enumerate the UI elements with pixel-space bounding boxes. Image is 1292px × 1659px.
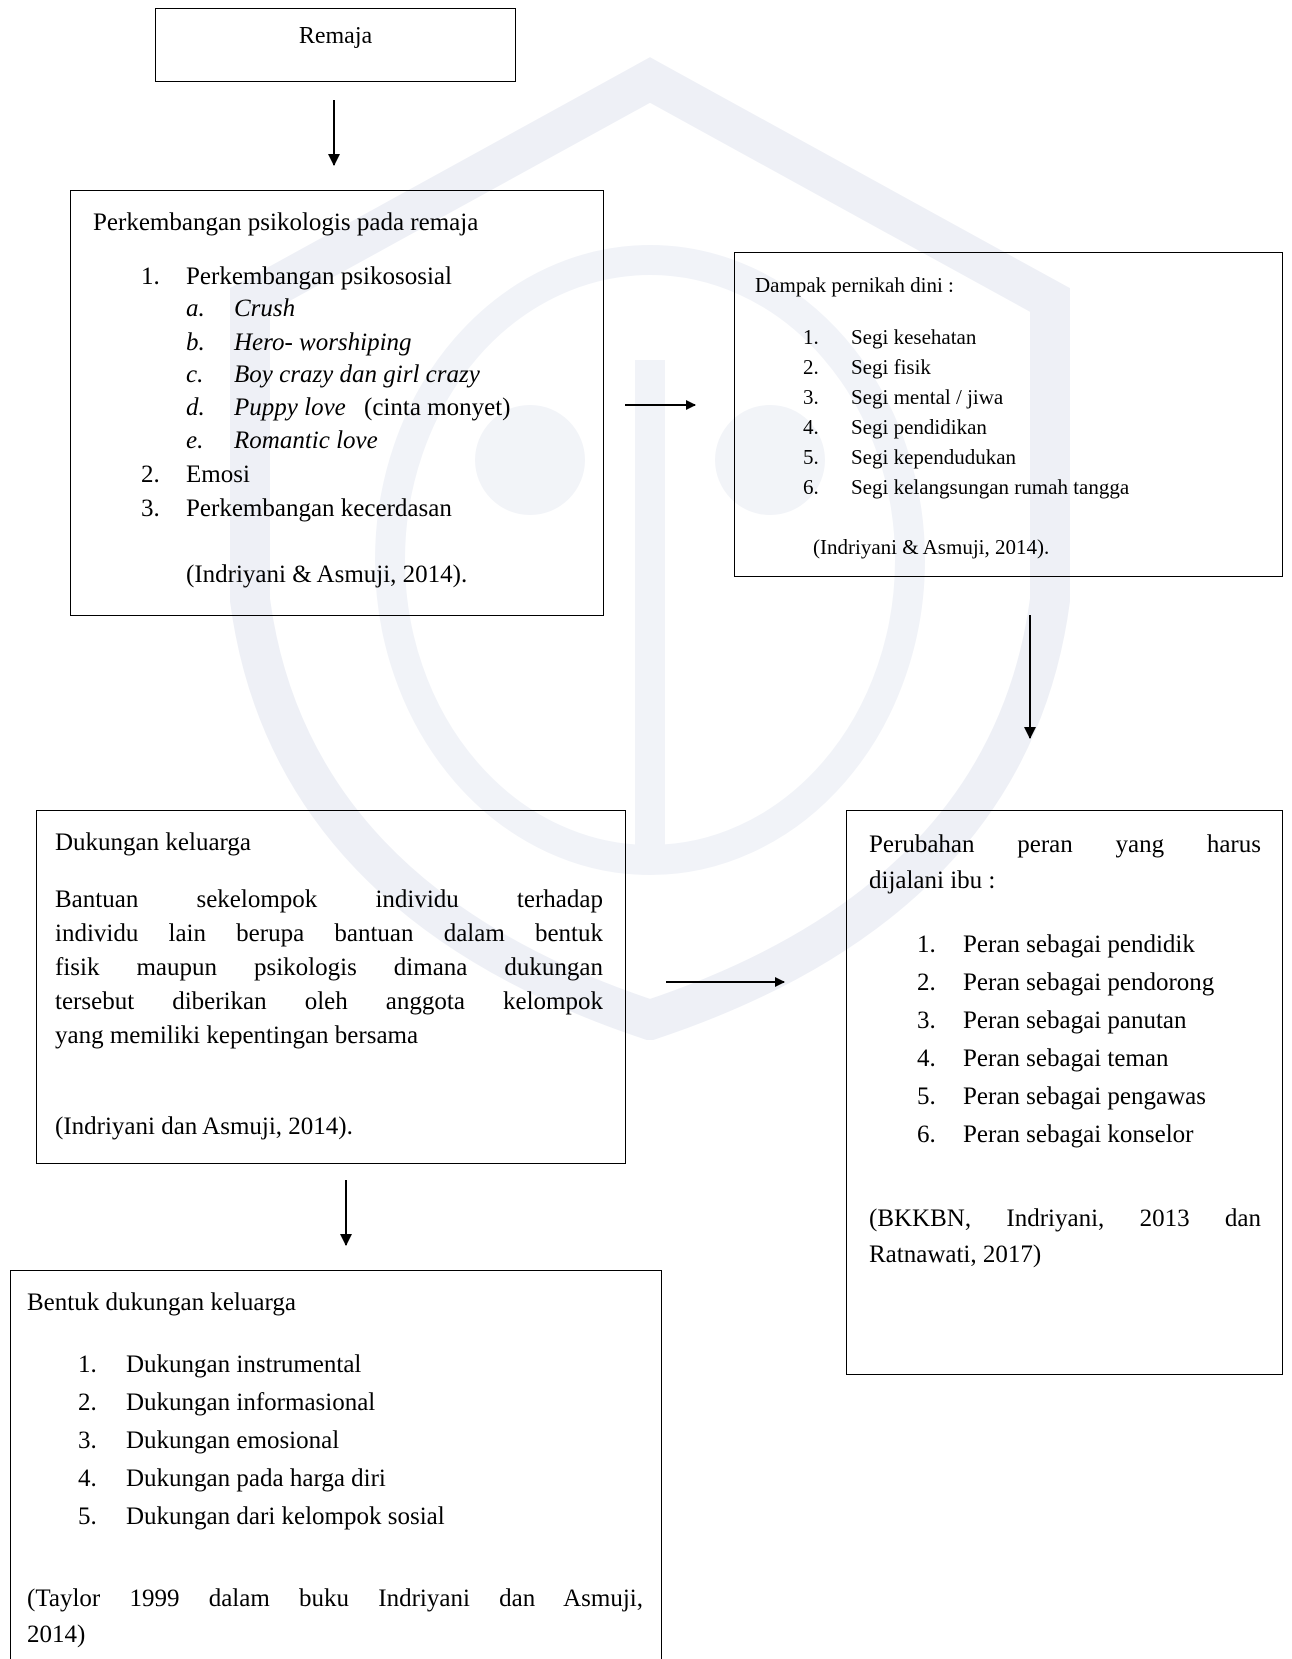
bentuk-item-1-num: 1. bbox=[78, 1351, 97, 1378]
peran-item-1-label: Peran sebagai pendidik bbox=[963, 931, 1195, 958]
dukungan-description-line: fisik maupun psikologis dimana dukungan bbox=[55, 954, 603, 981]
dampak-title: Dampak pernikah dini : bbox=[755, 273, 954, 297]
dampak-item-1-num: 1. bbox=[803, 325, 819, 349]
psikologis-sub-d-text: Puppy love (cinta monyet) bbox=[234, 394, 511, 422]
peran-item-6-label: Peran sebagai konselor bbox=[963, 1121, 1194, 1148]
psikologis-sub-e-letter: e. bbox=[186, 427, 204, 454]
peran-item-2-num: 2. bbox=[917, 969, 936, 996]
peran-title-line-2: dijalani ibu : bbox=[869, 867, 996, 894]
peran-item-6-num: 6. bbox=[917, 1121, 936, 1148]
peran-item-1-num: 1. bbox=[917, 931, 936, 958]
peran-box: Perubahan peran yang harus dijalani ibu … bbox=[846, 810, 1283, 1375]
psikologis-citation: (Indriyani & Asmuji, 2014). bbox=[186, 561, 468, 588]
dampak-item-6-label: Segi kelangsungan rumah tangga bbox=[851, 475, 1130, 499]
psikologis-title: Perkembangan psikologis pada remaja bbox=[93, 209, 479, 236]
psikologis-item-1-num: 1. bbox=[141, 263, 160, 290]
bentuk-item-3-label: Dukungan emosional bbox=[126, 1427, 340, 1454]
bentuk-citation-line-2: 2014) bbox=[27, 1621, 86, 1648]
dampak-item-2-label: Segi fisik bbox=[851, 355, 931, 379]
psikologis-box: Perkembangan psikologis pada remaja 1. P… bbox=[70, 190, 604, 616]
dukungan-citation: (Indriyani dan Asmuji, 2014). bbox=[55, 1113, 353, 1140]
peran-item-2-label: Peran sebagai pendorong bbox=[963, 969, 1215, 996]
bentuk-citation-line-1: (Taylor 1999 dalam buku Indriyani dan As… bbox=[27, 1585, 643, 1612]
psikologis-sub-d-note: (cinta monyet) bbox=[364, 394, 511, 421]
dampak-item-5-num: 5. bbox=[803, 445, 819, 469]
psikologis-sub-a-letter: a. bbox=[186, 295, 205, 322]
dampak-item-1-label: Segi kesehatan bbox=[851, 325, 977, 349]
dukungan-description-line: individu lain berupa bantuan dalam bentu… bbox=[55, 920, 603, 947]
peran-item-4-label: Peran sebagai teman bbox=[963, 1045, 1169, 1072]
bentuk-item-2-label: Dukungan informasional bbox=[126, 1389, 376, 1416]
peran-item-4-num: 4. bbox=[917, 1045, 936, 1072]
psikologis-item-2-label: Emosi bbox=[186, 461, 250, 488]
dukungan-description: Bantuan sekelompok individu terhadap ind… bbox=[55, 883, 603, 1053]
bentuk-item-4-label: Dukungan pada harga diri bbox=[126, 1465, 386, 1492]
dampak-item-3-num: 3. bbox=[803, 385, 819, 409]
peran-citation-line-1: (BKKBN, Indriyani, 2013 dan bbox=[869, 1205, 1261, 1232]
peran-title-line-1: Perubahan peran yang harus bbox=[869, 831, 1261, 858]
psikologis-item-3-label: Perkembangan kecerdasan bbox=[186, 495, 452, 522]
psikologis-sub-b-label: Hero- worshiping bbox=[234, 329, 412, 356]
bentuk-title: Bentuk dukungan keluarga bbox=[27, 1289, 296, 1316]
bentuk-item-2-num: 2. bbox=[78, 1389, 97, 1416]
psikologis-sub-d-label: Puppy love bbox=[234, 394, 346, 421]
peran-citation-line-2: Ratnawati, 2017) bbox=[869, 1241, 1042, 1268]
peran-item-3-num: 3. bbox=[917, 1007, 936, 1034]
psikologis-sub-a-label: Crush bbox=[234, 295, 296, 322]
dukungan-box: Dukungan keluarga Bantuan sekelompok ind… bbox=[36, 810, 626, 1164]
psikologis-item-2-num: 2. bbox=[141, 461, 160, 488]
bentuk-item-3-num: 3. bbox=[78, 1427, 97, 1454]
remaja-title: Remaja bbox=[298, 23, 373, 49]
dampak-item-4-num: 4. bbox=[803, 415, 819, 439]
dampak-item-2-num: 2. bbox=[803, 355, 819, 379]
dampak-item-5-label: Segi kependudukan bbox=[851, 445, 1017, 469]
psikologis-sub-e-label: Romantic love bbox=[234, 427, 378, 454]
bentuk-item-1-label: Dukungan instrumental bbox=[126, 1351, 362, 1378]
psikologis-sub-c-letter: c. bbox=[186, 361, 204, 388]
dukungan-description-line: Bantuan sekelompok individu terhadap bbox=[55, 886, 603, 913]
bentuk-item-4-num: 4. bbox=[78, 1465, 97, 1492]
peran-item-5-num: 5. bbox=[917, 1083, 936, 1110]
psikologis-sub-b-letter: b. bbox=[186, 329, 205, 356]
bentuk-box: Bentuk dukungan keluarga 1. Dukungan ins… bbox=[10, 1270, 662, 1659]
bentuk-item-5-num: 5. bbox=[78, 1503, 97, 1530]
psikologis-sub-c-label: Boy crazy dan girl crazy bbox=[234, 361, 480, 388]
psikologis-sub-d-letter: d. bbox=[186, 394, 205, 421]
psikologis-item-3-num: 3. bbox=[141, 495, 160, 522]
dampak-box: Dampak pernikah dini : 1. Segi kesehatan… bbox=[734, 252, 1283, 577]
bentuk-item-5-label: Dukungan dari kelompok sosial bbox=[126, 1503, 445, 1530]
remaja-box: Remaja bbox=[155, 8, 516, 82]
dampak-item-4-label: Segi pendidikan bbox=[851, 415, 987, 439]
dukungan-description-line: yang memiliki kepentingan bersama bbox=[55, 1022, 419, 1049]
psikologis-item-1-label: Perkembangan psikososial bbox=[186, 263, 452, 290]
peran-item-5-label: Peran sebagai pengawas bbox=[963, 1083, 1206, 1110]
dukungan-description-line: tersebut diberikan oleh anggota kelompok bbox=[55, 988, 603, 1015]
dukungan-title: Dukungan keluarga bbox=[55, 829, 252, 856]
peran-item-3-label: Peran sebagai panutan bbox=[963, 1007, 1187, 1034]
dampak-citation: (Indriyani & Asmuji, 2014). bbox=[813, 535, 1050, 559]
dampak-item-6-num: 6. bbox=[803, 475, 819, 499]
dampak-item-3-label: Segi mental / jiwa bbox=[851, 385, 1004, 409]
